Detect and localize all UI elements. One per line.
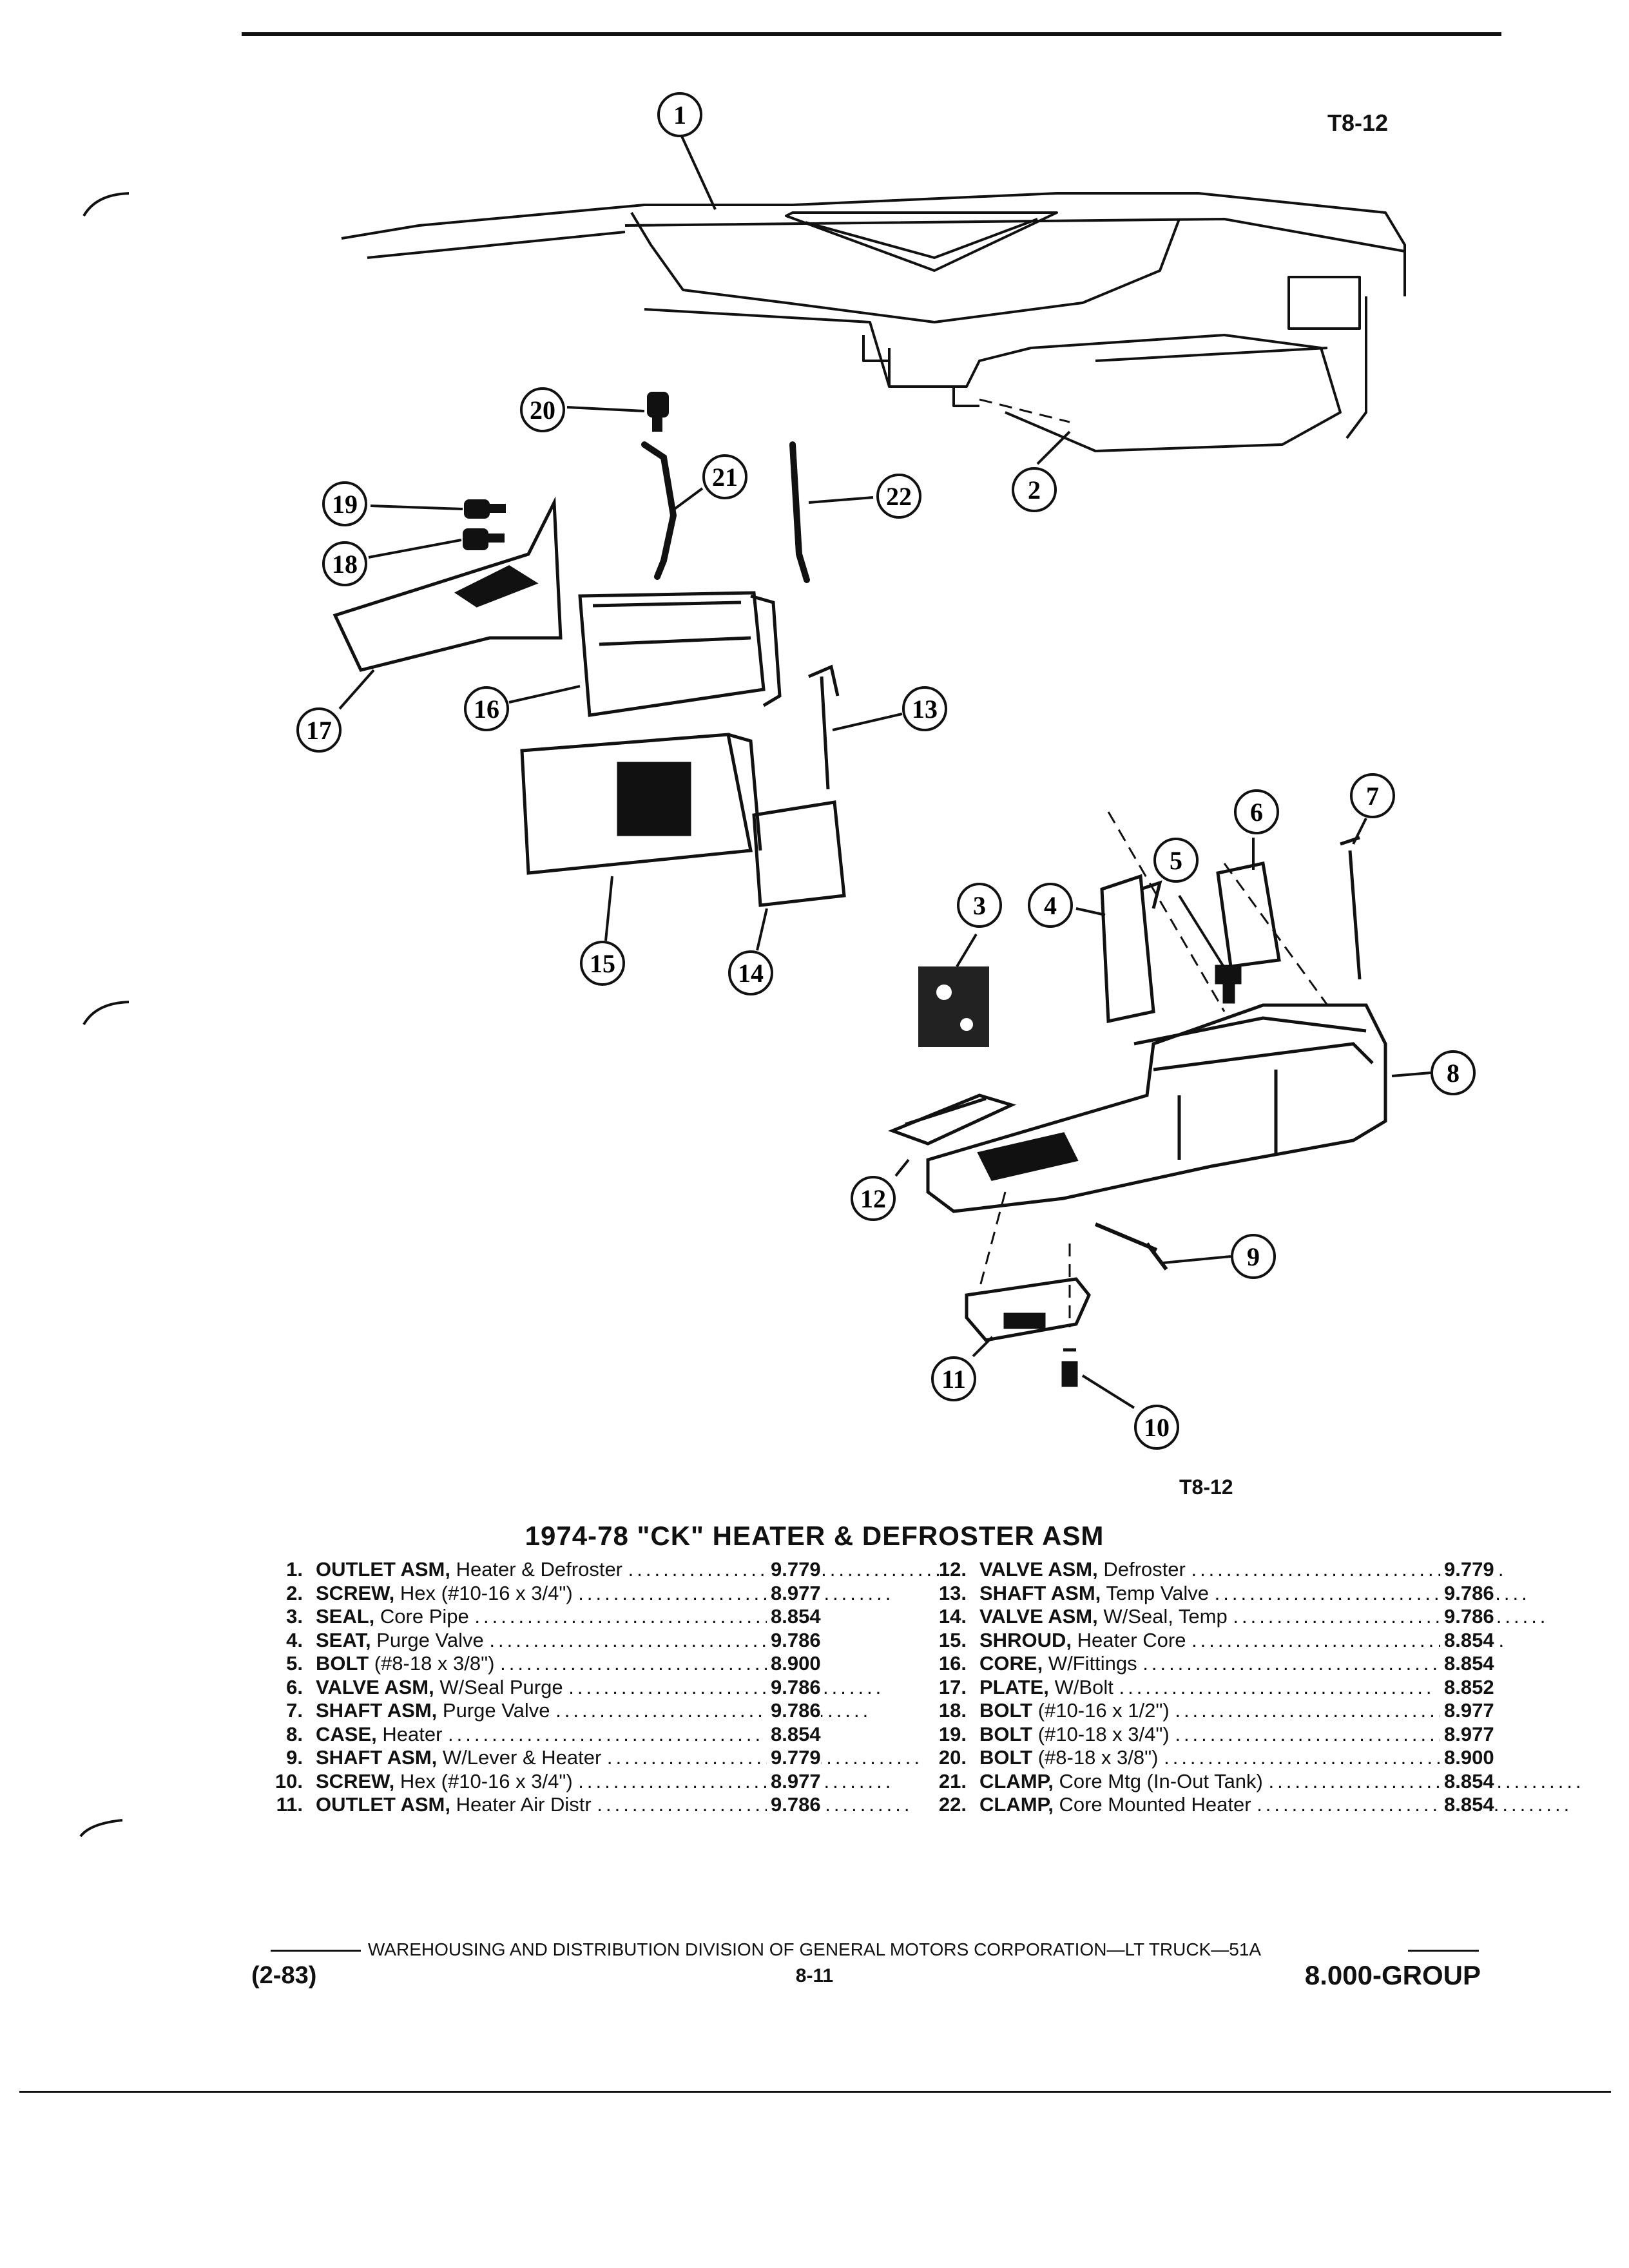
parts-list-left: 1.OUTLET ASM, Heater & Defroster .......… [251,1558,941,1817]
svg-text:12: 12 [860,1184,886,1213]
svg-text:21: 21 [712,463,738,492]
callout-7: 7 [1350,773,1395,818]
svg-text:14: 14 [738,959,764,988]
dashboard-outline [341,192,1406,452]
page-title: 1974-78 "CK" HEATER & DEFROSTER ASM [525,1521,1104,1551]
footer-date: (2-83) [251,1962,317,1989]
shroud-15 [520,733,762,875]
exploded-parts-diagram: 1 2 3 4 5 6 7 8 9 10 11 12 13 14 15 16 1… [296,92,1476,1450]
list-item: 14.VALVE ASM, W/Seal, Temp .............… [938,1605,1549,1629]
seat-4-valve-6-shaft-7 [1100,836,1362,1024]
svg-text:10: 10 [1144,1413,1170,1442]
list-item: 16.CORE, W/Fittings ....................… [938,1652,1494,1676]
svg-text:9: 9 [1247,1242,1260,1271]
callout-16: 16 [464,686,509,731]
callout-3: 3 [957,883,1002,928]
callout-8: 8 [1431,1050,1476,1095]
list-item: 13.SHAFT ASM, Temp Valve ...............… [938,1581,1530,1605]
list-item: 22.CLAMP, Core Mounted Heater ..........… [938,1793,1573,1817]
callout-17: 17 [296,707,342,753]
callout-22: 22 [876,474,921,519]
list-item: 17.PLATE, W/Bolt .......................… [938,1675,1494,1699]
callout-12: 12 [851,1176,896,1221]
list-item: 9.SHAFT ASM, W/Lever & Heater ..........… [286,1746,923,1770]
valve-14-shaft-13 [752,664,846,907]
figure-code-top: T8-12 [1327,110,1389,136]
list-item: 19.BOLT (#10-18 x 3/4") ................… [938,1722,1494,1746]
list-item: 1.OUTLET ASM, Heater & Defroster .......… [286,1558,941,1582]
svg-text:8: 8 [1447,1059,1460,1088]
callout-21: 21 [702,454,747,499]
leader-dashes [978,398,1329,1327]
callout-15: 15 [580,941,625,986]
seal-3 [918,966,989,1047]
list-item: 21.CLAMP, Core Mtg (In-Out Tank) .......… [938,1769,1585,1793]
list-item: 5.BOLT (#8-18 x 3/8") ..................… [286,1652,821,1676]
svg-text:11: 11 [941,1365,966,1394]
svg-text:17: 17 [306,716,332,745]
svg-text:13: 13 [912,695,938,724]
callout-18: 18 [322,541,367,586]
svg-text:15: 15 [590,949,615,978]
list-item: 8.CASE, Heater .........................… [286,1722,821,1746]
svg-text:16: 16 [474,695,499,724]
svg-text:1: 1 [673,101,686,130]
svg-text:7: 7 [1366,782,1379,811]
footer-rule-right [1408,1950,1479,1952]
scan-margin-marks [79,192,129,1838]
svg-text:3: 3 [973,891,986,920]
callout-6: 6 [1234,789,1279,834]
bolts-18-19-20 [463,392,669,550]
list-item: 7.SHAFT ASM, Purge Valve ...............… [286,1699,872,1723]
list-item: 6.VALVE ASM, W/Seal Purge ..............… [286,1675,885,1699]
footer-publisher-line: WAREHOUSING AND DISTRIBUTION DIVISION OF… [367,1939,1262,1959]
footer-page-number: 8-11 [795,1965,834,1986]
list-item: 10.SCREW, Hex (#10-16 x 3/4") ..........… [275,1769,894,1793]
svg-text:22: 22 [886,482,912,511]
outlet-11 [965,1277,1091,1387]
callout-11: 11 [931,1356,976,1401]
heater-core-16 [578,591,782,717]
footer-group: 8.000-GROUP [1304,1960,1481,1990]
svg-text:4: 4 [1044,891,1057,920]
plate-17 [333,496,563,672]
list-item: 3.SEAL, Core Pipe ......................… [286,1605,821,1629]
callout-2: 2 [1012,467,1057,512]
list-item: 18.BOLT (#10-16 x 1/2") ................… [938,1699,1494,1723]
list-item: 2.SCREW, Hex (#10-16 x 3/4") ...........… [286,1581,894,1605]
heater-case-8 [926,1003,1387,1213]
callout-10: 10 [1134,1405,1179,1450]
shaft-9 [1094,1222,1168,1271]
callout-1: 1 [657,92,702,137]
callout-9: 9 [1231,1234,1276,1279]
callout-14: 14 [728,950,773,995]
callout-19: 19 [322,481,367,526]
svg-text:5: 5 [1170,846,1182,875]
figure-code-bottom: T8-12 [1179,1475,1233,1499]
svg-text:2: 2 [1028,476,1041,505]
svg-text:20: 20 [530,396,555,425]
list-item: 4.SEAT, Purge Valve ....................… [286,1628,821,1652]
svg-text:6: 6 [1250,798,1263,827]
leader-arrows [338,131,1431,1409]
bottom-rule [19,2091,1611,2093]
svg-text:19: 19 [332,490,358,519]
callout-5: 5 [1153,838,1199,883]
clamps-21-22 [641,441,810,583]
callout-4: 4 [1028,883,1073,928]
svg-text:18: 18 [332,550,358,579]
valve-12 [888,1093,1017,1146]
top-rule [242,32,1501,36]
list-item: 20.BOLT (#8-18 x 3/8") .................… [938,1746,1494,1770]
list-item: 15.SHROUD, Heater Core .................… [938,1628,1508,1652]
callout-labels: 1 2 3 4 5 6 7 8 9 10 11 12 13 14 15 16 1… [296,92,1476,1450]
callout-13: 13 [902,686,947,731]
footer-rule-left [271,1950,361,1952]
list-item: 11.OUTLET ASM, Heater Air Distr ........… [276,1793,913,1817]
list-item: 12.VALVE ASM, Defroster ................… [938,1558,1507,1582]
parts-list-right: 12.VALVE ASM, Defroster ................… [915,1558,1585,1817]
callout-20: 20 [520,387,565,432]
